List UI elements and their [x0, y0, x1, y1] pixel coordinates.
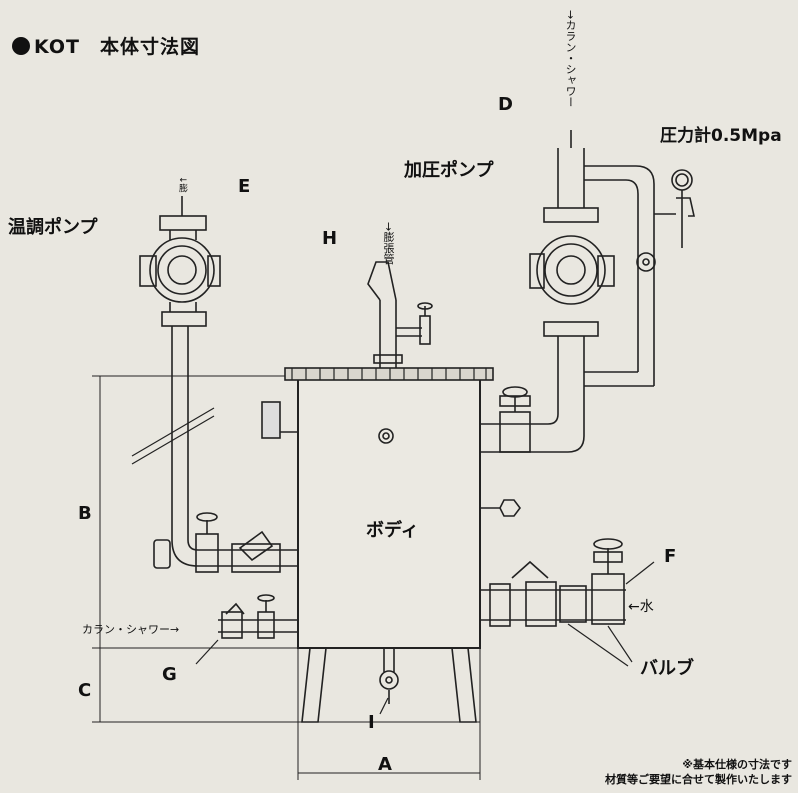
label-i: I	[368, 712, 375, 733]
label-temp-pump: 温調ポンプ	[8, 217, 98, 238]
drain-i	[379, 648, 399, 715]
label-outlet-left: カラン・シャワー→	[82, 623, 180, 636]
dimension-b: B	[78, 503, 92, 524]
label-g: G	[162, 664, 177, 685]
label-e-pipe: ↓膨	[177, 176, 187, 193]
pressure-pump-circuit	[480, 130, 695, 453]
expansion-pipe-h	[367, 261, 433, 368]
label-body: ボディ	[366, 520, 419, 541]
label-pressure-gauge: 圧力計0.5Mpa	[660, 126, 782, 146]
label-h: H	[322, 228, 338, 249]
label-outlet-top: →カラン・シャワー	[564, 10, 577, 108]
label-valve: バルブ	[640, 658, 694, 679]
outlet-g	[195, 594, 298, 665]
water-inlet-f	[480, 538, 655, 667]
label-pressure-pump: 加圧ポンプ	[404, 160, 494, 181]
footnote: ※基本仕様の寸法です 材質等ご要望に合せて製作いたします	[605, 757, 792, 787]
label-d: D	[498, 94, 513, 115]
dimension-a: A	[378, 754, 392, 775]
temp-pump-circuit	[131, 196, 298, 573]
title-text: KOT 本体寸法図	[34, 36, 200, 58]
dimension-lines	[92, 375, 481, 780]
label-f: F	[664, 546, 677, 567]
dimension-c: C	[78, 680, 92, 701]
bullet-icon	[12, 37, 30, 55]
label-expansion-pipe: →膨張管	[382, 222, 395, 265]
footnote-line-2: 材質等ご要望に合せて製作いたします	[605, 773, 792, 786]
page-title: KOT 本体寸法図	[12, 32, 200, 59]
tank-body	[261, 367, 521, 723]
label-e: E	[238, 176, 251, 197]
label-water-in: ←水	[628, 599, 654, 615]
footnote-line-1: ※基本仕様の寸法です	[682, 758, 792, 771]
